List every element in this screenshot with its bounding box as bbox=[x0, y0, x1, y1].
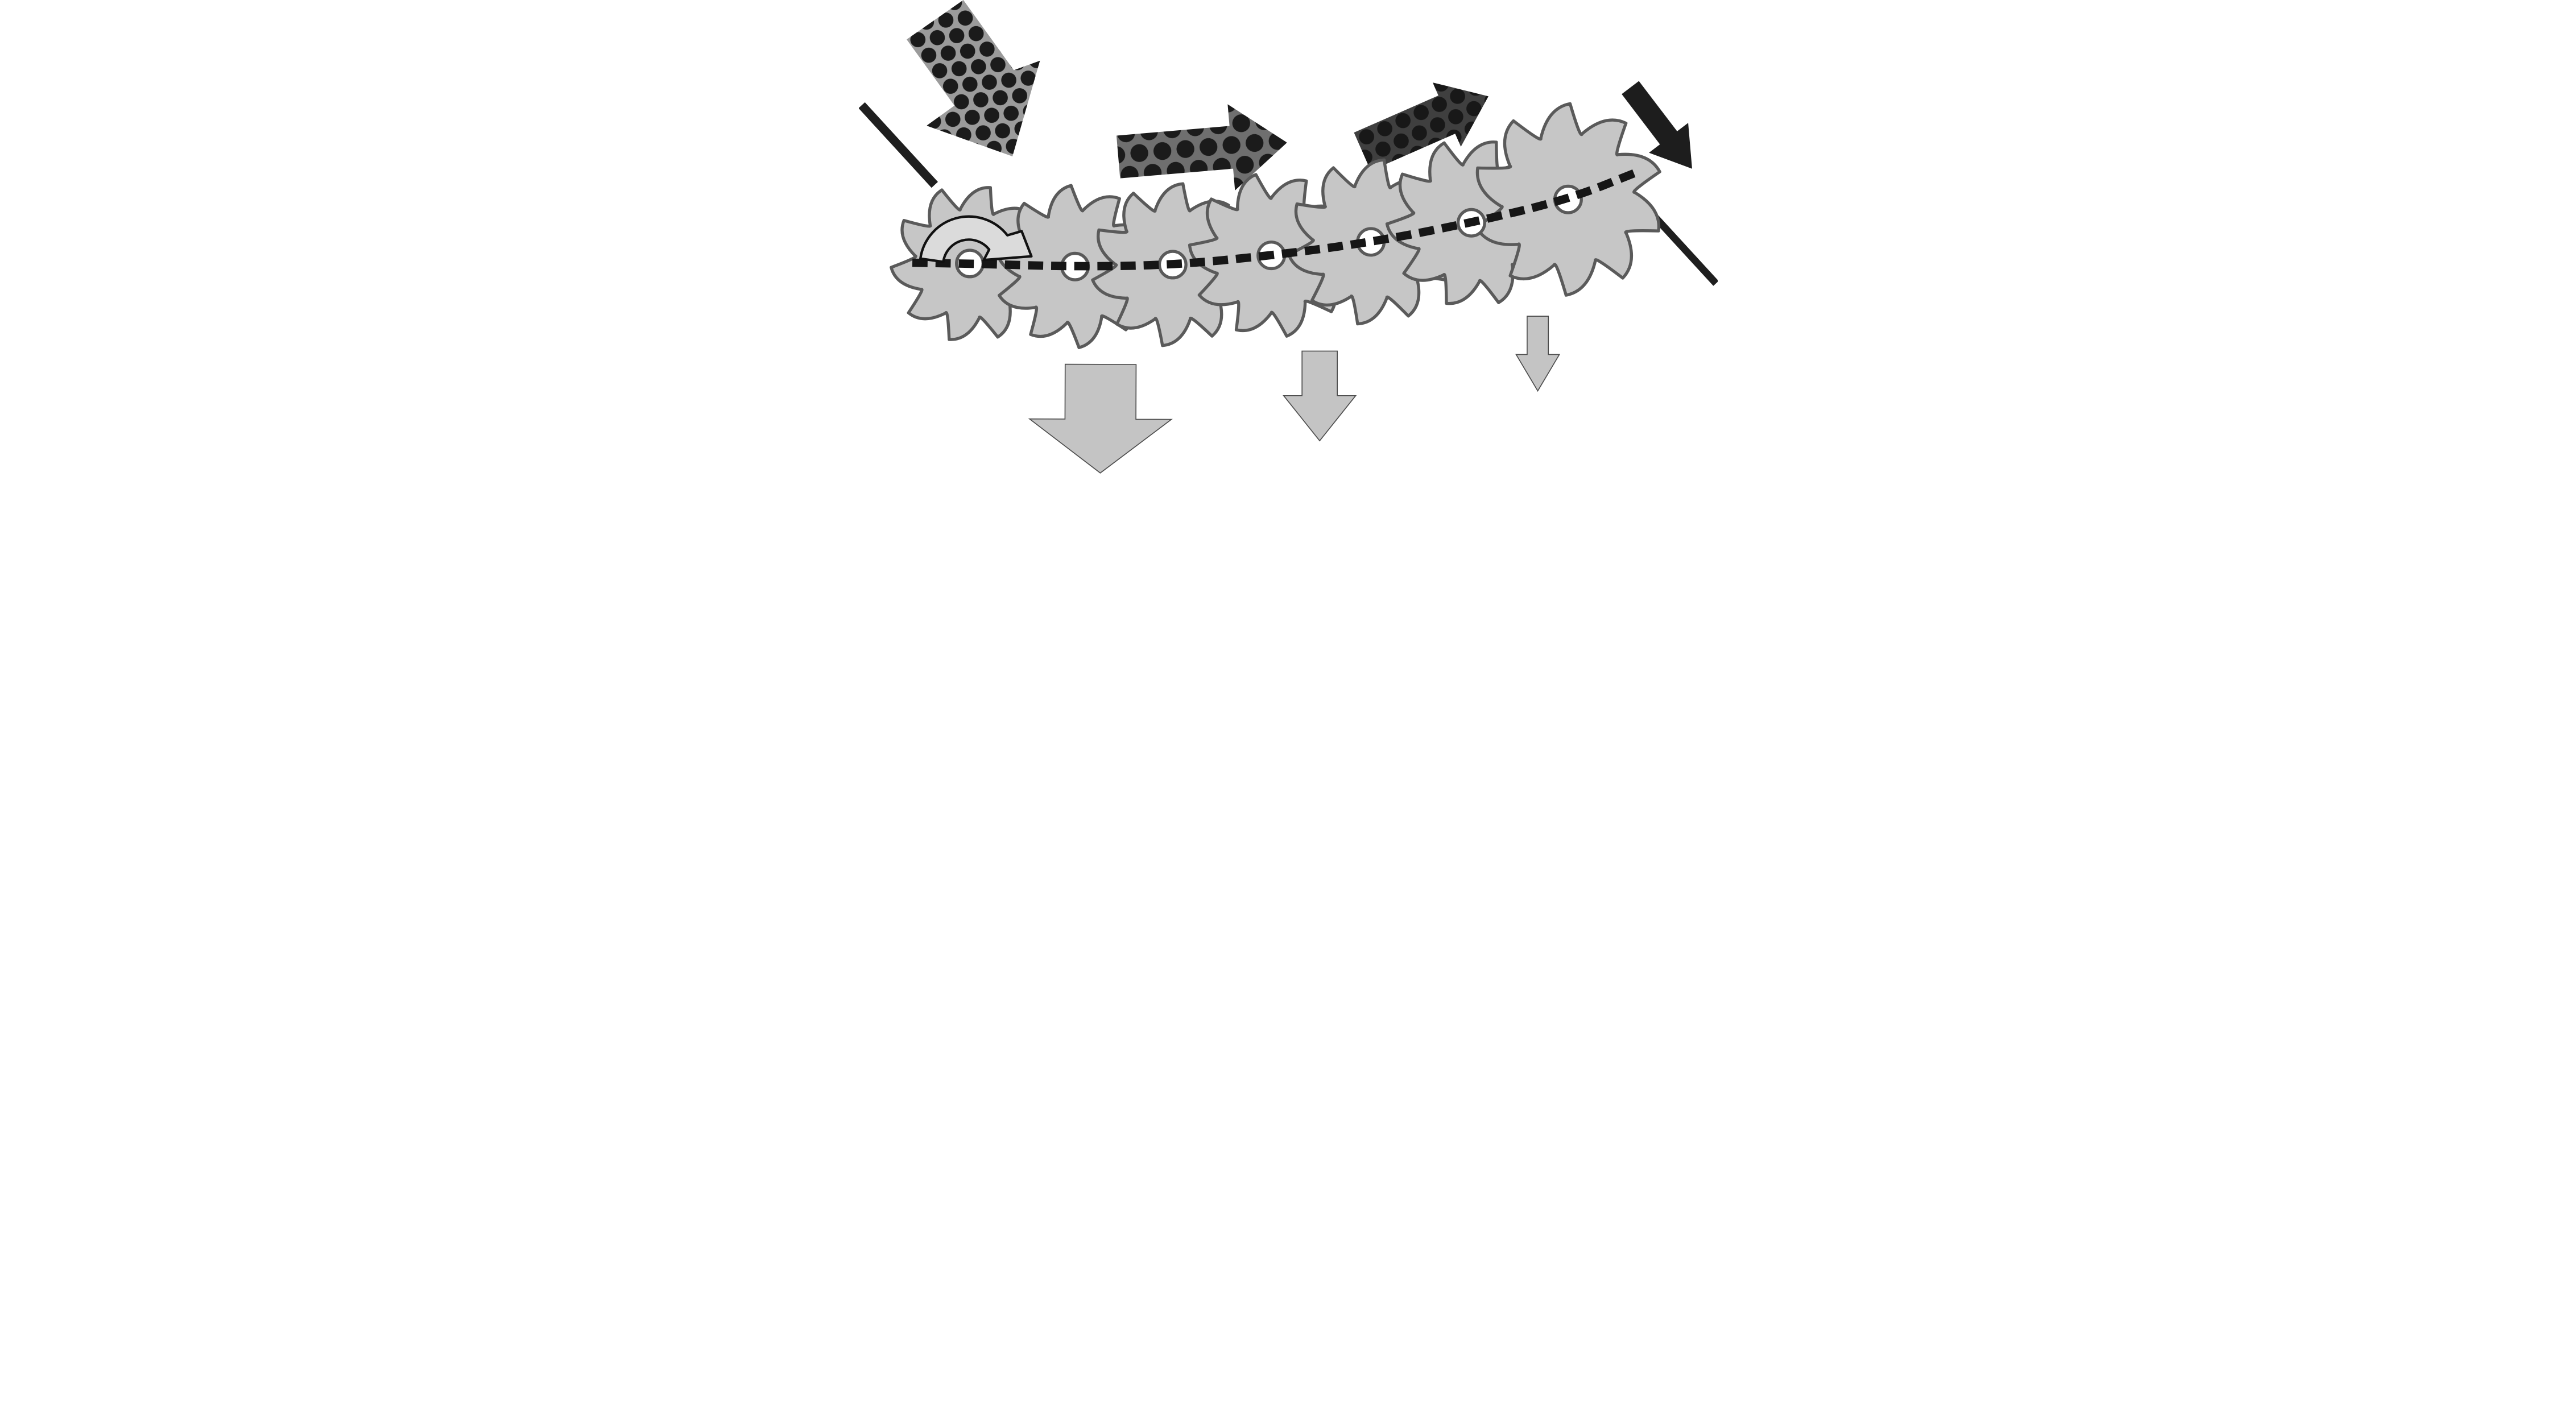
rotation-direction-arrow bbox=[919, 215, 1033, 263]
fines-arrow-large bbox=[1028, 363, 1173, 474]
shaft-axis-dashed-line bbox=[912, 168, 1639, 271]
transport-arrow-1 bbox=[1116, 104, 1287, 190]
screen-boundary-line-left bbox=[858, 102, 938, 188]
diagram-svg bbox=[858, 0, 1718, 474]
fines-arrow-small bbox=[1515, 316, 1560, 392]
feed-input-arrow bbox=[906, 0, 1040, 157]
transport-arrow-2 bbox=[1353, 82, 1488, 171]
oversize-discharge-arrow bbox=[1621, 81, 1692, 169]
disc-screen-separator-diagram bbox=[858, 0, 1718, 474]
fines-arrow-medium bbox=[1282, 350, 1357, 442]
